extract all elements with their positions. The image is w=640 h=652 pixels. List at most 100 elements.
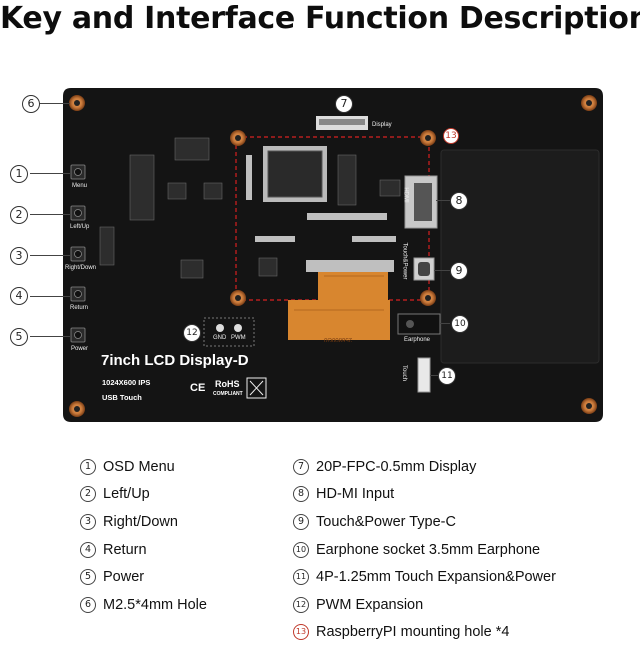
board-illustration — [63, 88, 603, 422]
legend-item: 12 PWM Expansion — [293, 591, 556, 619]
legend-text: Earphone socket 3.5mm Earphone — [316, 541, 541, 558]
legend-text: RaspberryPI mounting hole *4 — [316, 624, 510, 641]
leader-line-10 — [440, 323, 450, 324]
gnd-pwm-pads — [203, 317, 255, 347]
fpc-label: 256800G0 — [324, 336, 353, 342]
legend-num: 8 — [293, 486, 309, 503]
legend-item: 6 M2.5*4mm Hole — [80, 591, 207, 619]
pad-label-gnd: GND — [213, 335, 227, 341]
leader-line-5 — [30, 336, 70, 337]
legend-num: 4 — [80, 541, 96, 558]
legend-item: 7 20P-FPC-0.5mm Display — [293, 453, 556, 481]
legend-right: 7 20P-FPC-0.5mm Display 8 HD-MI Input 9 Tou… — [293, 453, 556, 646]
touch-connector — [417, 357, 431, 393]
legend-text: 20P-FPC-0.5mm Display — [316, 458, 477, 475]
leader-line-8 — [436, 200, 450, 201]
pin-rows — [246, 155, 396, 242]
legend-item: 2 Left/Up — [80, 481, 207, 509]
callout-13: 13 — [443, 128, 459, 144]
legend-item: 3 Right/Down — [80, 508, 207, 536]
page-title: Key and Interface Function Description — [0, 1, 640, 36]
callout-2: 2 — [10, 206, 28, 224]
ce-mark: CE — [190, 382, 206, 394]
connector-label-earphone: Earphone — [404, 337, 431, 343]
legend-num: 10 — [293, 541, 309, 558]
callout-7: 7 — [335, 95, 353, 113]
leader-line-4 — [30, 296, 70, 297]
legend-item: 10 Earphone socket 3.5mm Earphone — [293, 536, 556, 564]
legend-item: 8 HD-MI Input — [293, 481, 556, 509]
legend-text: OSD Menu — [103, 458, 175, 475]
callout-6: 6 — [22, 95, 40, 113]
fpc-cable — [288, 260, 394, 340]
legend-text: PWM Expansion — [316, 596, 424, 613]
legend-num: 6 — [80, 596, 96, 613]
legend-item: 4 Return — [80, 536, 207, 564]
connector-label-touch: Touch — [401, 364, 408, 382]
hdmi-connector — [404, 175, 438, 229]
connector-label-typec: Touch&Power — [401, 242, 408, 280]
board-model-label: 7inch LCD Display-D — [101, 352, 249, 369]
legend-text: 4P-1.25mm Touch Expansion&Power — [316, 569, 556, 586]
rohs-compliant-mark: COMPLIANT — [213, 391, 243, 397]
legend-text: HD-MI Input — [316, 486, 395, 503]
button-label-right-down: Right/Down — [65, 265, 97, 271]
leader-line-11 — [430, 375, 438, 376]
callout-11: 11 — [438, 367, 456, 385]
board-resolution-label: 1024X600 IPS — [102, 378, 151, 387]
callout-12: 12 — [183, 324, 201, 342]
leader-line-2 — [30, 214, 70, 215]
connector-label-display: Display — [372, 122, 392, 128]
legend-text: M2.5*4mm Hole — [103, 596, 207, 613]
typec-connector — [413, 257, 435, 281]
button-label-power: Power — [71, 346, 89, 352]
legend-num: 12 — [293, 596, 309, 613]
earphone-jack — [397, 313, 441, 335]
legend-text: Return — [103, 541, 147, 558]
legend-item: 11 4P-1.25mm Touch Expansion&Power — [293, 563, 556, 591]
connector-label-hdmi: HDMI — [402, 187, 409, 203]
main-chip — [263, 146, 327, 202]
leader-line-3 — [30, 255, 70, 256]
cert-marks — [246, 377, 267, 399]
components — [99, 137, 401, 279]
board-touch-label: USB Touch — [102, 393, 142, 402]
legend-num: 2 — [80, 486, 96, 503]
legend-num: 7 — [293, 458, 309, 475]
rohs-mark: RoHS — [215, 379, 240, 389]
legend-left: 1 OSD Menu 2 Left/Up 3 Right/Down 4 Return 5… — [80, 453, 207, 619]
callout-3: 3 — [10, 247, 28, 265]
callout-4: 4 — [10, 287, 28, 305]
leader-line-1 — [30, 173, 70, 174]
legend-num: 5 — [80, 569, 96, 586]
legend-num: 9 — [293, 513, 309, 530]
callout-10: 10 — [451, 315, 469, 333]
leader-line-9 — [434, 270, 450, 271]
legend-text: Touch&Power Type-C — [316, 513, 456, 530]
m25-holes — [69, 95, 597, 417]
legend-item: 13 RaspberryPI mounting hole *4 — [293, 619, 556, 647]
fpc-display-connector — [316, 116, 368, 130]
push-buttons — [70, 164, 86, 343]
legend-num: 3 — [80, 513, 96, 530]
callout-9: 9 — [450, 262, 468, 280]
callout-5: 5 — [10, 328, 28, 346]
button-label-left-up: Left/Up — [70, 224, 90, 230]
legend-text: Left/Up — [103, 486, 150, 503]
button-label-return: Return — [70, 305, 89, 311]
callout-8: 8 — [450, 192, 468, 210]
legend-num: 11 — [293, 569, 309, 586]
legend-text: Right/Down — [103, 513, 178, 530]
legend-item: 9 Touch&Power Type-C — [293, 508, 556, 536]
legend-num: 13 — [293, 624, 309, 641]
callout-1: 1 — [10, 165, 28, 183]
legend-item: 1 OSD Menu — [80, 453, 207, 481]
leader-line-6 — [30, 103, 70, 104]
legend-item: 5 Power — [80, 563, 207, 591]
pi-holes — [230, 130, 436, 306]
display-panel — [440, 149, 600, 364]
legend-text: Power — [103, 569, 145, 586]
button-label-menu: Menu — [72, 183, 88, 189]
legend-num: 1 — [80, 458, 96, 475]
pad-label-pwm: PWM — [231, 335, 246, 341]
